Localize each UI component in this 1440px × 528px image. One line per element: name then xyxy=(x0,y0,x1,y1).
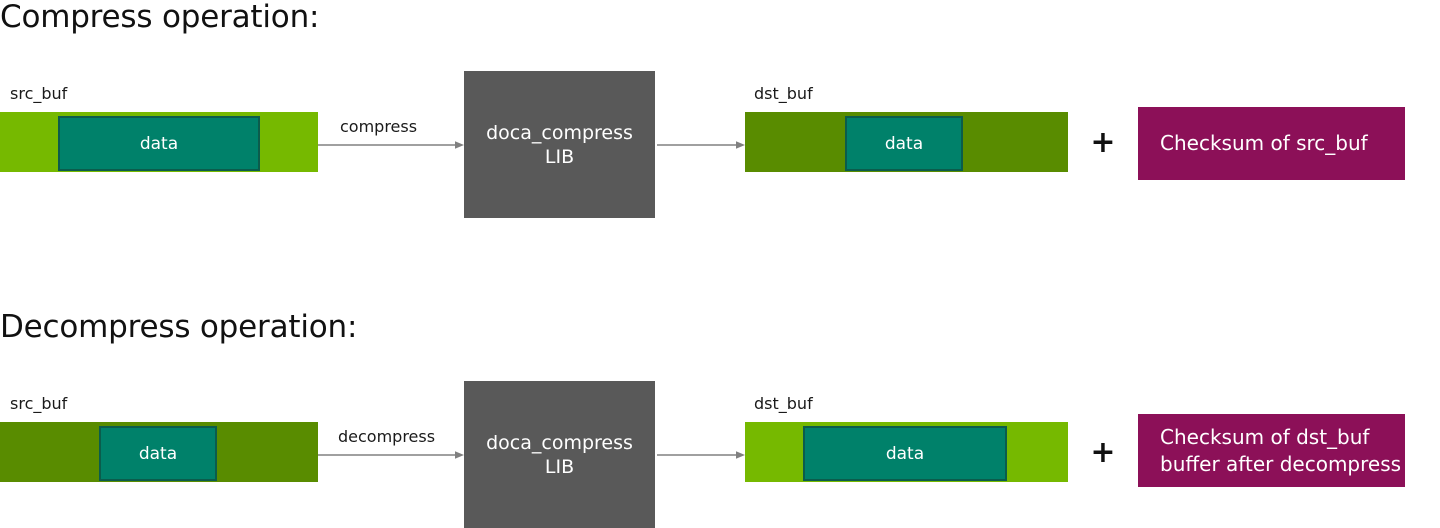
compress-input-arrow xyxy=(318,140,464,150)
decompress-section-title: Decompress operation: xyxy=(0,309,358,345)
decompress-dst-data-label: data xyxy=(885,443,925,464)
decompress-doca-lib-box: doca_compress LIB xyxy=(464,381,655,528)
decompress-dst-buffer: data xyxy=(745,422,1068,482)
compress-dst-buffer: data xyxy=(745,112,1068,172)
decompress-src-buffer: data xyxy=(0,422,318,482)
compress-doca-lib-box: doca_compress LIB xyxy=(464,71,655,218)
decompress-arrow-label: decompress xyxy=(338,427,436,446)
decompress-checksum-box: Checksum of dst_buf buffer after decompr… xyxy=(1138,414,1405,487)
decompress-dst-buf-caption: dst_buf xyxy=(754,394,813,413)
decompress-dst-data-block: data xyxy=(803,426,1007,481)
decompress-checksum-label: Checksum of dst_buf buffer after decompr… xyxy=(1160,424,1402,476)
compress-section-title: Compress operation: xyxy=(0,0,320,35)
decompress-output-arrow xyxy=(657,450,745,460)
compress-src-buffer: data xyxy=(0,112,318,172)
compress-src-data-block: data xyxy=(58,116,260,171)
decompress-src-data-block: data xyxy=(99,426,217,481)
compress-arrow-label: compress xyxy=(340,117,418,136)
compress-src-buf-caption: src_buf xyxy=(10,84,68,103)
decompress-input-arrow xyxy=(318,450,464,460)
compress-dst-buf-caption: dst_buf xyxy=(754,84,813,103)
compress-doca-lib-label: doca_compress LIB xyxy=(486,121,633,168)
compress-dst-data-block: data xyxy=(845,116,963,171)
decompress-doca-lib-label: doca_compress LIB xyxy=(486,431,633,478)
compress-dst-data-label: data xyxy=(884,133,924,154)
decompress-plus-icon: + xyxy=(1090,435,1116,470)
compress-output-arrow xyxy=(657,140,745,150)
compress-checksum-box: Checksum of src_buf xyxy=(1138,107,1405,180)
compress-plus-icon: + xyxy=(1090,125,1116,160)
compress-checksum-label: Checksum of src_buf xyxy=(1160,131,1368,155)
decompress-src-data-label: data xyxy=(138,443,178,464)
compress-src-data-label: data xyxy=(139,133,179,154)
decompress-src-buf-caption: src_buf xyxy=(10,394,68,413)
